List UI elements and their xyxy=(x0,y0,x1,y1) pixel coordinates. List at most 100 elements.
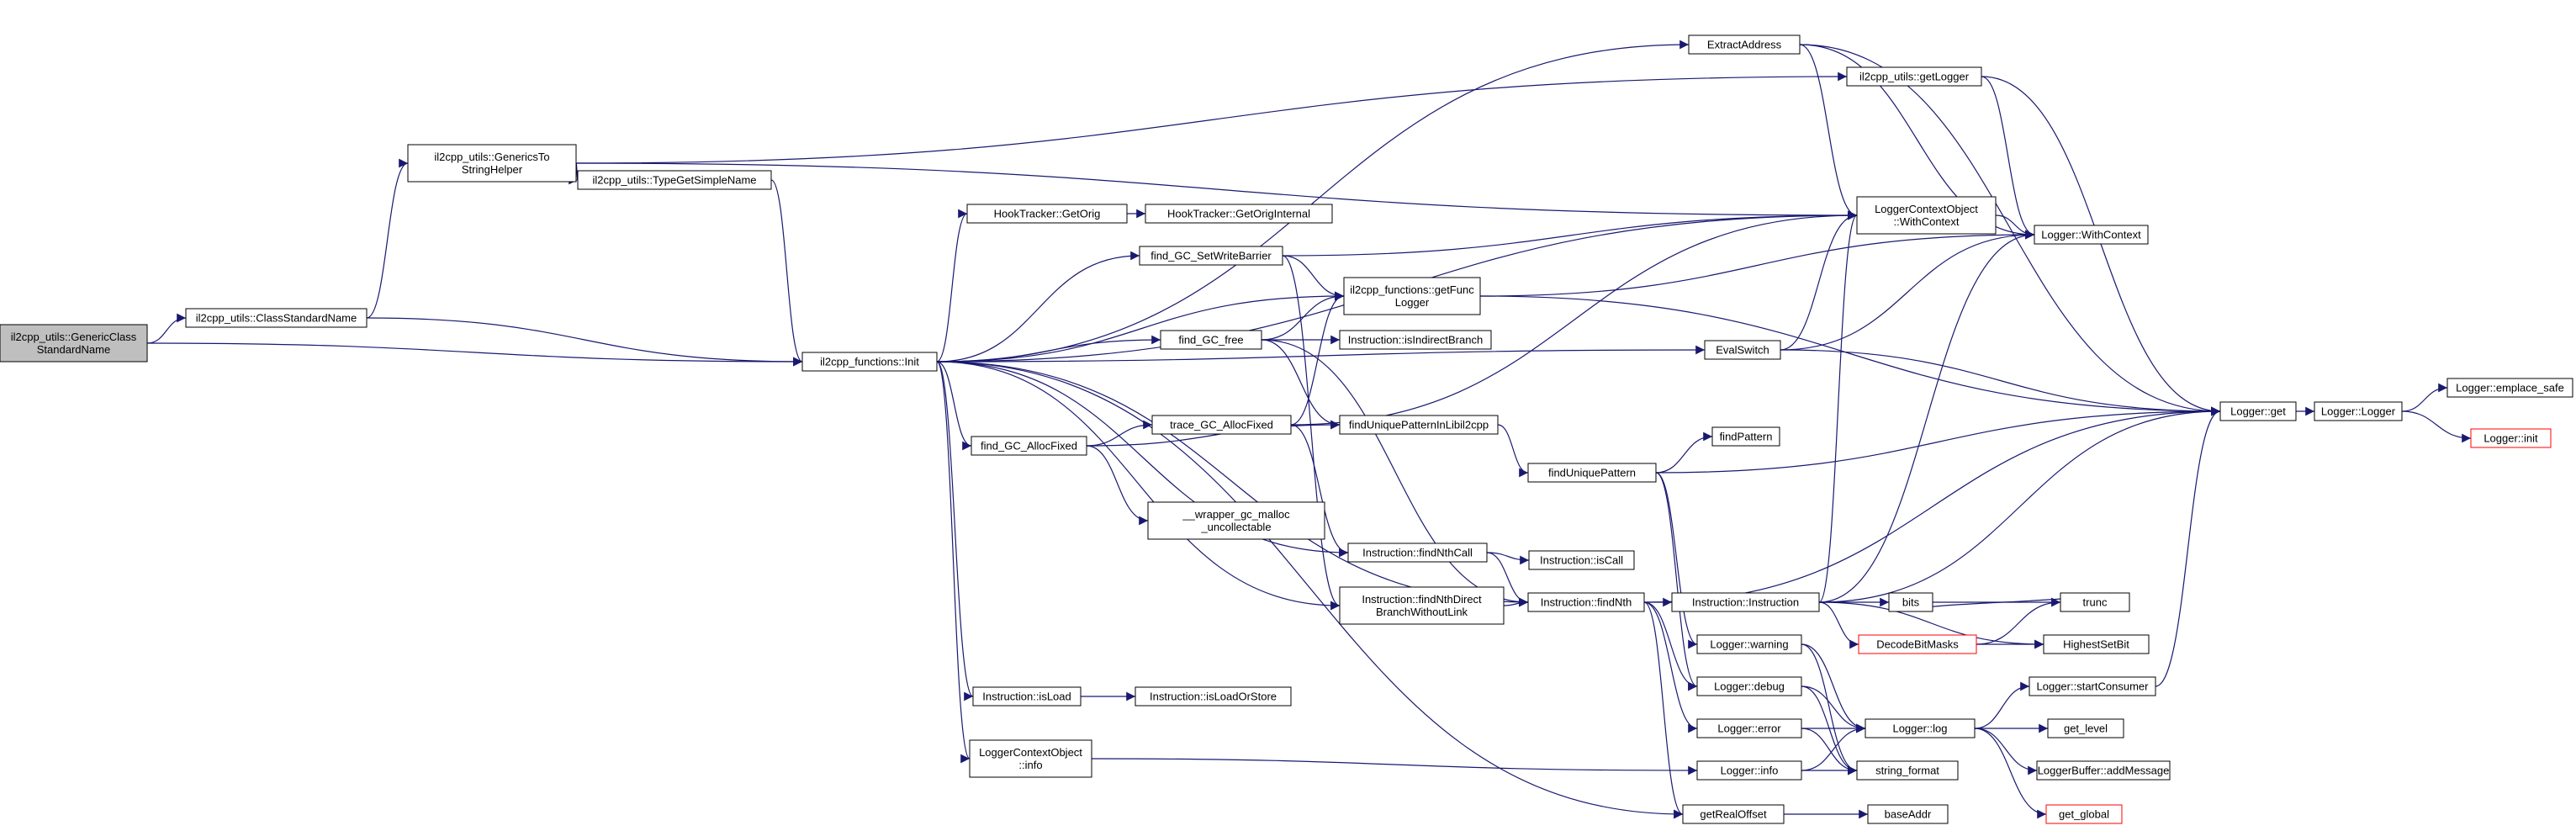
node-dbm[interactable]: DecodeBitMasks xyxy=(1858,634,1977,654)
node-llog[interactable]: Logger::log xyxy=(1865,718,1976,738)
node-label: Instruction::findNth xyxy=(1541,596,1632,609)
node-label: trace_GC_AllocFixed xyxy=(1170,419,1273,431)
node-box xyxy=(1339,415,1499,435)
edge-fgswb-to-ifgfl xyxy=(1282,255,1345,301)
edge-llog-to-lsc xyxy=(1974,681,2030,729)
edge-ii-to-hsb xyxy=(1818,601,2044,649)
node-label: Logger::info xyxy=(1721,765,1779,777)
node-label: baseAddr xyxy=(1885,808,1932,821)
edge-ifn-to-ld xyxy=(1643,601,1698,691)
node-ifnc[interactable]: Instruction::findNthCall xyxy=(1347,543,1488,563)
node-gro[interactable]: getRealOffset xyxy=(1682,804,1785,824)
edge-init-to-gro xyxy=(936,361,1684,819)
edge-es-to-lg xyxy=(1780,349,2221,416)
node-trunc[interactable]: trunc xyxy=(2060,592,2130,612)
node-iil[interactable]: Instruction::isLoad xyxy=(972,686,1082,707)
node-label: il2cpp_utils::ClassStandardName xyxy=(196,312,357,325)
edge-init-to-iil xyxy=(936,361,974,701)
edge-ifn-to-gro xyxy=(1643,601,1684,819)
node-ld[interactable]: Logger::debug xyxy=(1696,676,1802,696)
node-ea[interactable]: ExtractAddress xyxy=(1688,34,1801,55)
node-ifndb[interactable]: Instruction::findNthDirectBranchWithoutL… xyxy=(1339,586,1505,625)
node-fgswb[interactable]: find_GC_SetWriteBarrier xyxy=(1139,246,1283,266)
node-ba[interactable]: baseAddr xyxy=(1867,804,1949,824)
node-htgo[interactable]: HookTracker::GetOrig xyxy=(966,204,1128,224)
edge-ld-to-llog xyxy=(1801,685,1866,733)
node-label: getRealOffset xyxy=(1700,808,1767,821)
edge-ll-to-linit xyxy=(2401,410,2472,443)
node-fup[interactable]: findUniquePattern xyxy=(1527,463,1657,483)
node-les[interactable]: Logger::emplace_safe xyxy=(2446,378,2573,398)
node-box xyxy=(2446,378,2573,398)
node-lcowc[interactable]: LoggerContextObject::WithContext xyxy=(1856,196,1997,235)
node-lcoi[interactable]: LoggerContextObject::info xyxy=(969,739,1092,778)
node-box xyxy=(1696,718,1802,738)
node-box xyxy=(1147,501,1325,540)
edge-ifnc-to-iic xyxy=(1486,552,1530,565)
node-hsb[interactable]: HighestSetBit xyxy=(2043,634,2150,654)
node-gl[interactable]: get_level xyxy=(2047,718,2124,738)
node-htgoi[interactable]: HookTracker::GetOrigInternal xyxy=(1145,204,1333,224)
node-li[interactable]: Logger::info xyxy=(1696,760,1802,781)
node-box xyxy=(1696,634,1802,654)
node-lbam[interactable]: LoggerBuffer::addMessage xyxy=(2036,760,2171,781)
node-label: Instruction::isIndirectBranch xyxy=(1348,334,1483,347)
node-init[interactable]: il2cpp_functions::Init xyxy=(801,352,938,372)
node-box xyxy=(2219,401,2297,421)
node-label: StandardName xyxy=(37,343,110,356)
node-fgaf[interactable]: find_GC_AllocFixed xyxy=(971,436,1087,456)
node-label: trunc xyxy=(2083,596,2108,609)
node-iiib[interactable]: Instruction::isIndirectBranch xyxy=(1339,330,1492,350)
node-label: Instruction::findNthCall xyxy=(1362,547,1473,559)
node-box xyxy=(1856,760,1959,781)
node-csn[interactable]: il2cpp_utils::ClassStandardName xyxy=(185,308,368,328)
node-box xyxy=(407,144,577,183)
node-lw[interactable]: Logger::warning xyxy=(1696,634,1802,654)
node-ii[interactable]: Instruction::Instruction xyxy=(1671,592,1820,612)
edge-fgaf-to-wgm xyxy=(1086,445,1149,526)
node-iugl[interactable]: il2cpp_utils::getLogger xyxy=(1846,66,1982,87)
node-wgm[interactable]: __wrapper_gc_malloc_uncollectable xyxy=(1147,501,1325,540)
node-ifn[interactable]: Instruction::findNth xyxy=(1527,592,1645,612)
node-lwc[interactable]: Logger::WithContext xyxy=(2034,225,2149,245)
node-gg[interactable]: get_global xyxy=(2045,804,2123,824)
node-label: Logger::debug xyxy=(1714,680,1785,693)
node-iils[interactable]: Instruction::isLoadOrStore xyxy=(1135,686,1292,707)
node-iic[interactable]: Instruction::isCall xyxy=(1528,550,1635,570)
node-tgaf[interactable]: trace_GC_AllocFixed xyxy=(1151,415,1292,435)
edge-tgaf-to-lcowc xyxy=(1290,210,1858,426)
node-es[interactable]: EvalSwitch xyxy=(1704,340,1781,360)
node-label: il2cpp_utils::TypeGetSimpleName xyxy=(592,174,756,187)
node-label: LoggerContextObject xyxy=(1875,203,1978,215)
node-label: findUniquePatternInLibil2cpp xyxy=(1349,419,1489,431)
node-fp[interactable]: findPattern xyxy=(1711,426,1780,447)
node-box xyxy=(1528,550,1635,570)
node-le[interactable]: Logger::error xyxy=(1696,718,1802,738)
node-label: findPattern xyxy=(1720,431,1773,443)
node-label: string_format xyxy=(1875,765,1939,777)
node-label: Logger::error xyxy=(1717,722,1781,735)
node-box xyxy=(1339,330,1492,350)
node-box xyxy=(2036,760,2171,781)
edge-init-to-ifndb xyxy=(936,361,1341,611)
node-label: Logger::warning xyxy=(1710,638,1788,651)
node-ll[interactable]: Logger::Logger xyxy=(2314,401,2403,421)
node-tgsn[interactable]: il2cpp_utils::TypeGetSimpleName xyxy=(577,170,772,190)
edge-le-to-sf xyxy=(1801,728,1858,775)
edge-fgswb-to-lcowc xyxy=(1282,210,1858,257)
node-sf[interactable]: string_format xyxy=(1856,760,1959,781)
node-label: find_GC_AllocFixed xyxy=(981,440,1077,453)
node-lg[interactable]: Logger::get xyxy=(2219,401,2297,421)
node-label: bits xyxy=(1902,596,1920,609)
node-bits[interactable]: bits xyxy=(1888,592,1933,612)
node-label: get_global xyxy=(2059,808,2109,821)
node-fgf[interactable]: find_GC_free xyxy=(1160,330,1262,350)
node-lsc[interactable]: Logger::startConsumer xyxy=(2029,676,2156,696)
edge-lw-to-llog xyxy=(1801,643,1866,733)
node-fupil[interactable]: findUniquePatternInLibil2cpp xyxy=(1339,415,1499,435)
node-linit[interactable]: Logger::init xyxy=(2470,428,2552,448)
node-box xyxy=(2060,592,2130,612)
